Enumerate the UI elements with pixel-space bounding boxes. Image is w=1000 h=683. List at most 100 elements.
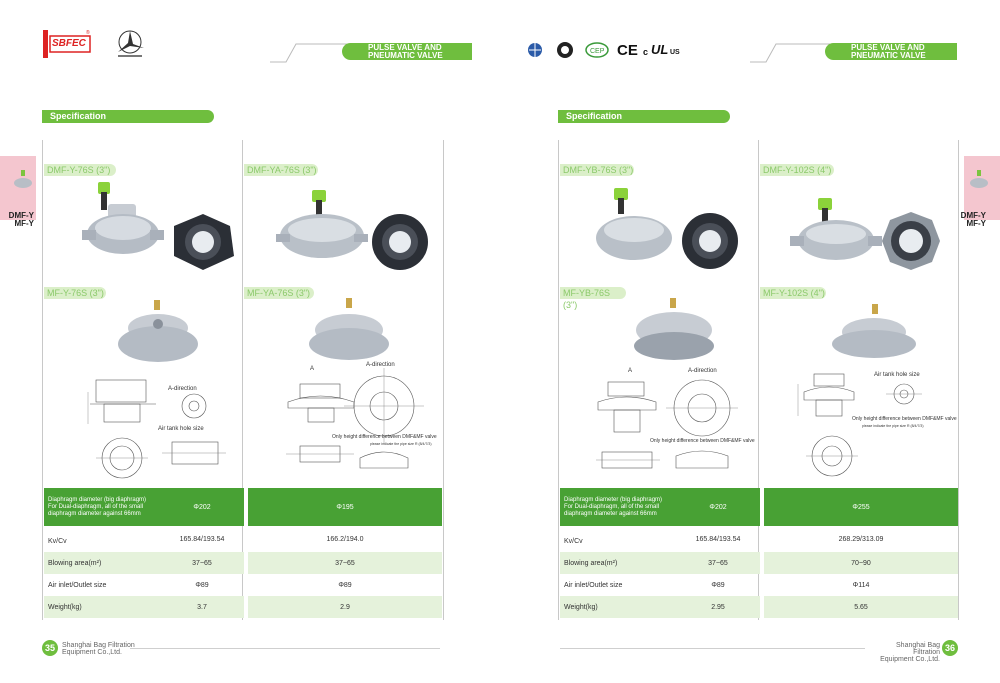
model-label: DMF-YB-76S (3"): [560, 164, 634, 176]
valve-icon: [14, 170, 32, 188]
gap-cell: [244, 596, 248, 618]
diaphragm-photo: [882, 212, 940, 270]
row-label: Kv/Cv: [564, 537, 583, 545]
technical-drawing: [286, 368, 424, 469]
footer-company-left: Shanghai Bag Filtration Equipment Co.,Lt…: [62, 642, 135, 656]
drawing-caption: A-direction: [168, 386, 197, 392]
left-title-banner: PULSE VALVE AND PNEUMATIC VALVE: [342, 43, 472, 60]
valve-photo: [276, 190, 368, 258]
diaphragm-photo: [174, 214, 234, 270]
table-row: Air inlet/Outlet size Φ89 Φ89: [44, 574, 442, 596]
row-label: Blowing area(m²): [560, 552, 676, 574]
diaphragm-value: Φ255: [764, 488, 958, 526]
model-label: DMF-Y-102S (4"): [760, 164, 834, 176]
valve-icon: [970, 170, 988, 188]
row-label: Kv/Cv: [48, 537, 67, 545]
cert-gear-icon: [557, 42, 573, 58]
row-value: 37~65: [248, 552, 442, 574]
footer-company-line1: Shanghai Bag Filtration: [62, 642, 135, 649]
drawing-caption: Air tank hole size: [158, 426, 204, 432]
drawing-caption: Only height difference between DMF&MF va…: [650, 438, 755, 444]
row-value: 165.84/193.54: [179, 535, 225, 543]
page-number-left: 35: [42, 640, 58, 656]
table-row: Kv/Cv 165.84/193.54 268.29/313.09: [560, 526, 958, 552]
header-rule-right: [750, 43, 830, 63]
footer-company-line2: Equipment Co.,Ltd.: [62, 649, 122, 656]
diaphragm-photo: [372, 214, 428, 270]
left-logo-reg: ®: [86, 30, 90, 36]
left-logo-text: SBFEC: [52, 38, 86, 49]
drawing-caption: please indicate the pipe size R (8/4/7/3…: [370, 442, 432, 446]
gap-cell: [760, 596, 764, 618]
drawing-caption: A: [310, 366, 315, 372]
gap-cell: [760, 488, 764, 526]
footer-company-line2: Equipment Co.,Ltd.: [880, 656, 940, 663]
spec-table-left: Diaphragm diameter (big diaphragm) For D…: [44, 488, 442, 618]
valve-photo: [634, 298, 714, 360]
footer-rule-left: [130, 648, 440, 649]
model-label: MF-YA-76S (3"): [244, 287, 314, 299]
model-label: MF-Y-76S (3"): [44, 287, 106, 299]
valve-photo: [596, 188, 672, 260]
technical-drawing: [596, 379, 738, 469]
spec-table-right: Diaphragm diameter (big diaphragm) For D…: [560, 488, 958, 618]
cert-us: US: [670, 49, 680, 56]
technical-drawing: [797, 373, 922, 477]
row-value: Φ89: [195, 581, 209, 589]
spec-bar-left: Specification: [42, 110, 214, 123]
row-value: 37~65: [676, 552, 760, 574]
diaphragm-photo: [682, 213, 738, 269]
drawing-caption: Only height difference between DMF&MF va…: [852, 416, 957, 422]
footer-company-right: Shanghai Bag Filtration Equipment Co.,Lt…: [868, 642, 940, 663]
row-value: 37~65: [160, 552, 244, 574]
model-label: MF-Y-102S (4"): [760, 287, 826, 299]
col-rule: [958, 140, 959, 620]
valve-photo: [832, 304, 916, 358]
side-tab-right: [964, 156, 1000, 220]
table-row: Weight(kg) 3.7 2.9: [44, 596, 442, 618]
gap-cell: [244, 552, 248, 574]
table-row: Diaphragm diameter (big diaphragm) For D…: [44, 488, 442, 526]
drawing-caption: A-direction: [688, 368, 717, 374]
header-rule-left: [270, 43, 350, 63]
col-rule: [558, 140, 559, 620]
valve-photo: [790, 198, 882, 260]
side-tab-right-line1: DMF-Y: [960, 211, 986, 220]
model-label: DMF-Y-76S (3"): [44, 164, 116, 176]
row-label: Weight(kg): [44, 596, 160, 618]
row-value: 70~90: [764, 552, 958, 574]
row-value: 2.95: [676, 596, 760, 618]
diaphragm-value: Φ202: [676, 488, 760, 526]
gap-cell: [760, 552, 764, 574]
banner-line1: PULSE VALVE AND: [368, 43, 442, 52]
valve-photo: [82, 182, 164, 254]
drawing-caption: Air tank hole size: [874, 372, 920, 378]
col-rule: [42, 140, 43, 620]
drawing-caption: A-direction: [366, 362, 395, 368]
cert-globe-icon: [528, 43, 542, 57]
row-value: Φ89: [338, 581, 352, 589]
row-label: Blowing area(m²): [44, 552, 160, 574]
footer-company-line1: Shanghai Bag Filtration: [896, 642, 940, 656]
row-label: Air inlet/Outlet size: [48, 581, 107, 589]
row-label: Weight(kg): [560, 596, 676, 618]
table-row: Kv/Cv 165.84/193.54 166.2/194.0: [44, 526, 442, 552]
drawing-caption: please indicate the pipe size R (8/4/7/3…: [862, 424, 924, 428]
cert-logos: CEP CE c UL US: [525, 40, 695, 62]
row-label: Air inlet/Outlet size: [564, 581, 623, 589]
col-rule: [443, 140, 444, 620]
side-tab-right-line2: MF-Y: [966, 219, 986, 228]
spec-bar-right: Specification: [558, 110, 730, 123]
row-value: 268.29/313.09: [838, 535, 884, 543]
cert-cep-icon: CEP: [585, 42, 609, 58]
valve-photo: [118, 300, 198, 362]
gap-cell: [244, 488, 248, 526]
table-row: Blowing area(m²) 37~65 70~90: [560, 552, 958, 574]
emblem-icon: [110, 26, 150, 65]
col-rule: [242, 140, 243, 620]
banner-line2: PNEUMATIC VALVE: [368, 51, 443, 60]
diaphragm-value: Φ195: [248, 488, 442, 526]
table-row: Weight(kg) 2.95 5.65: [560, 596, 958, 618]
cert-ul: UL: [651, 42, 669, 57]
model-label: DMF-YA-76S (3"): [244, 164, 318, 176]
